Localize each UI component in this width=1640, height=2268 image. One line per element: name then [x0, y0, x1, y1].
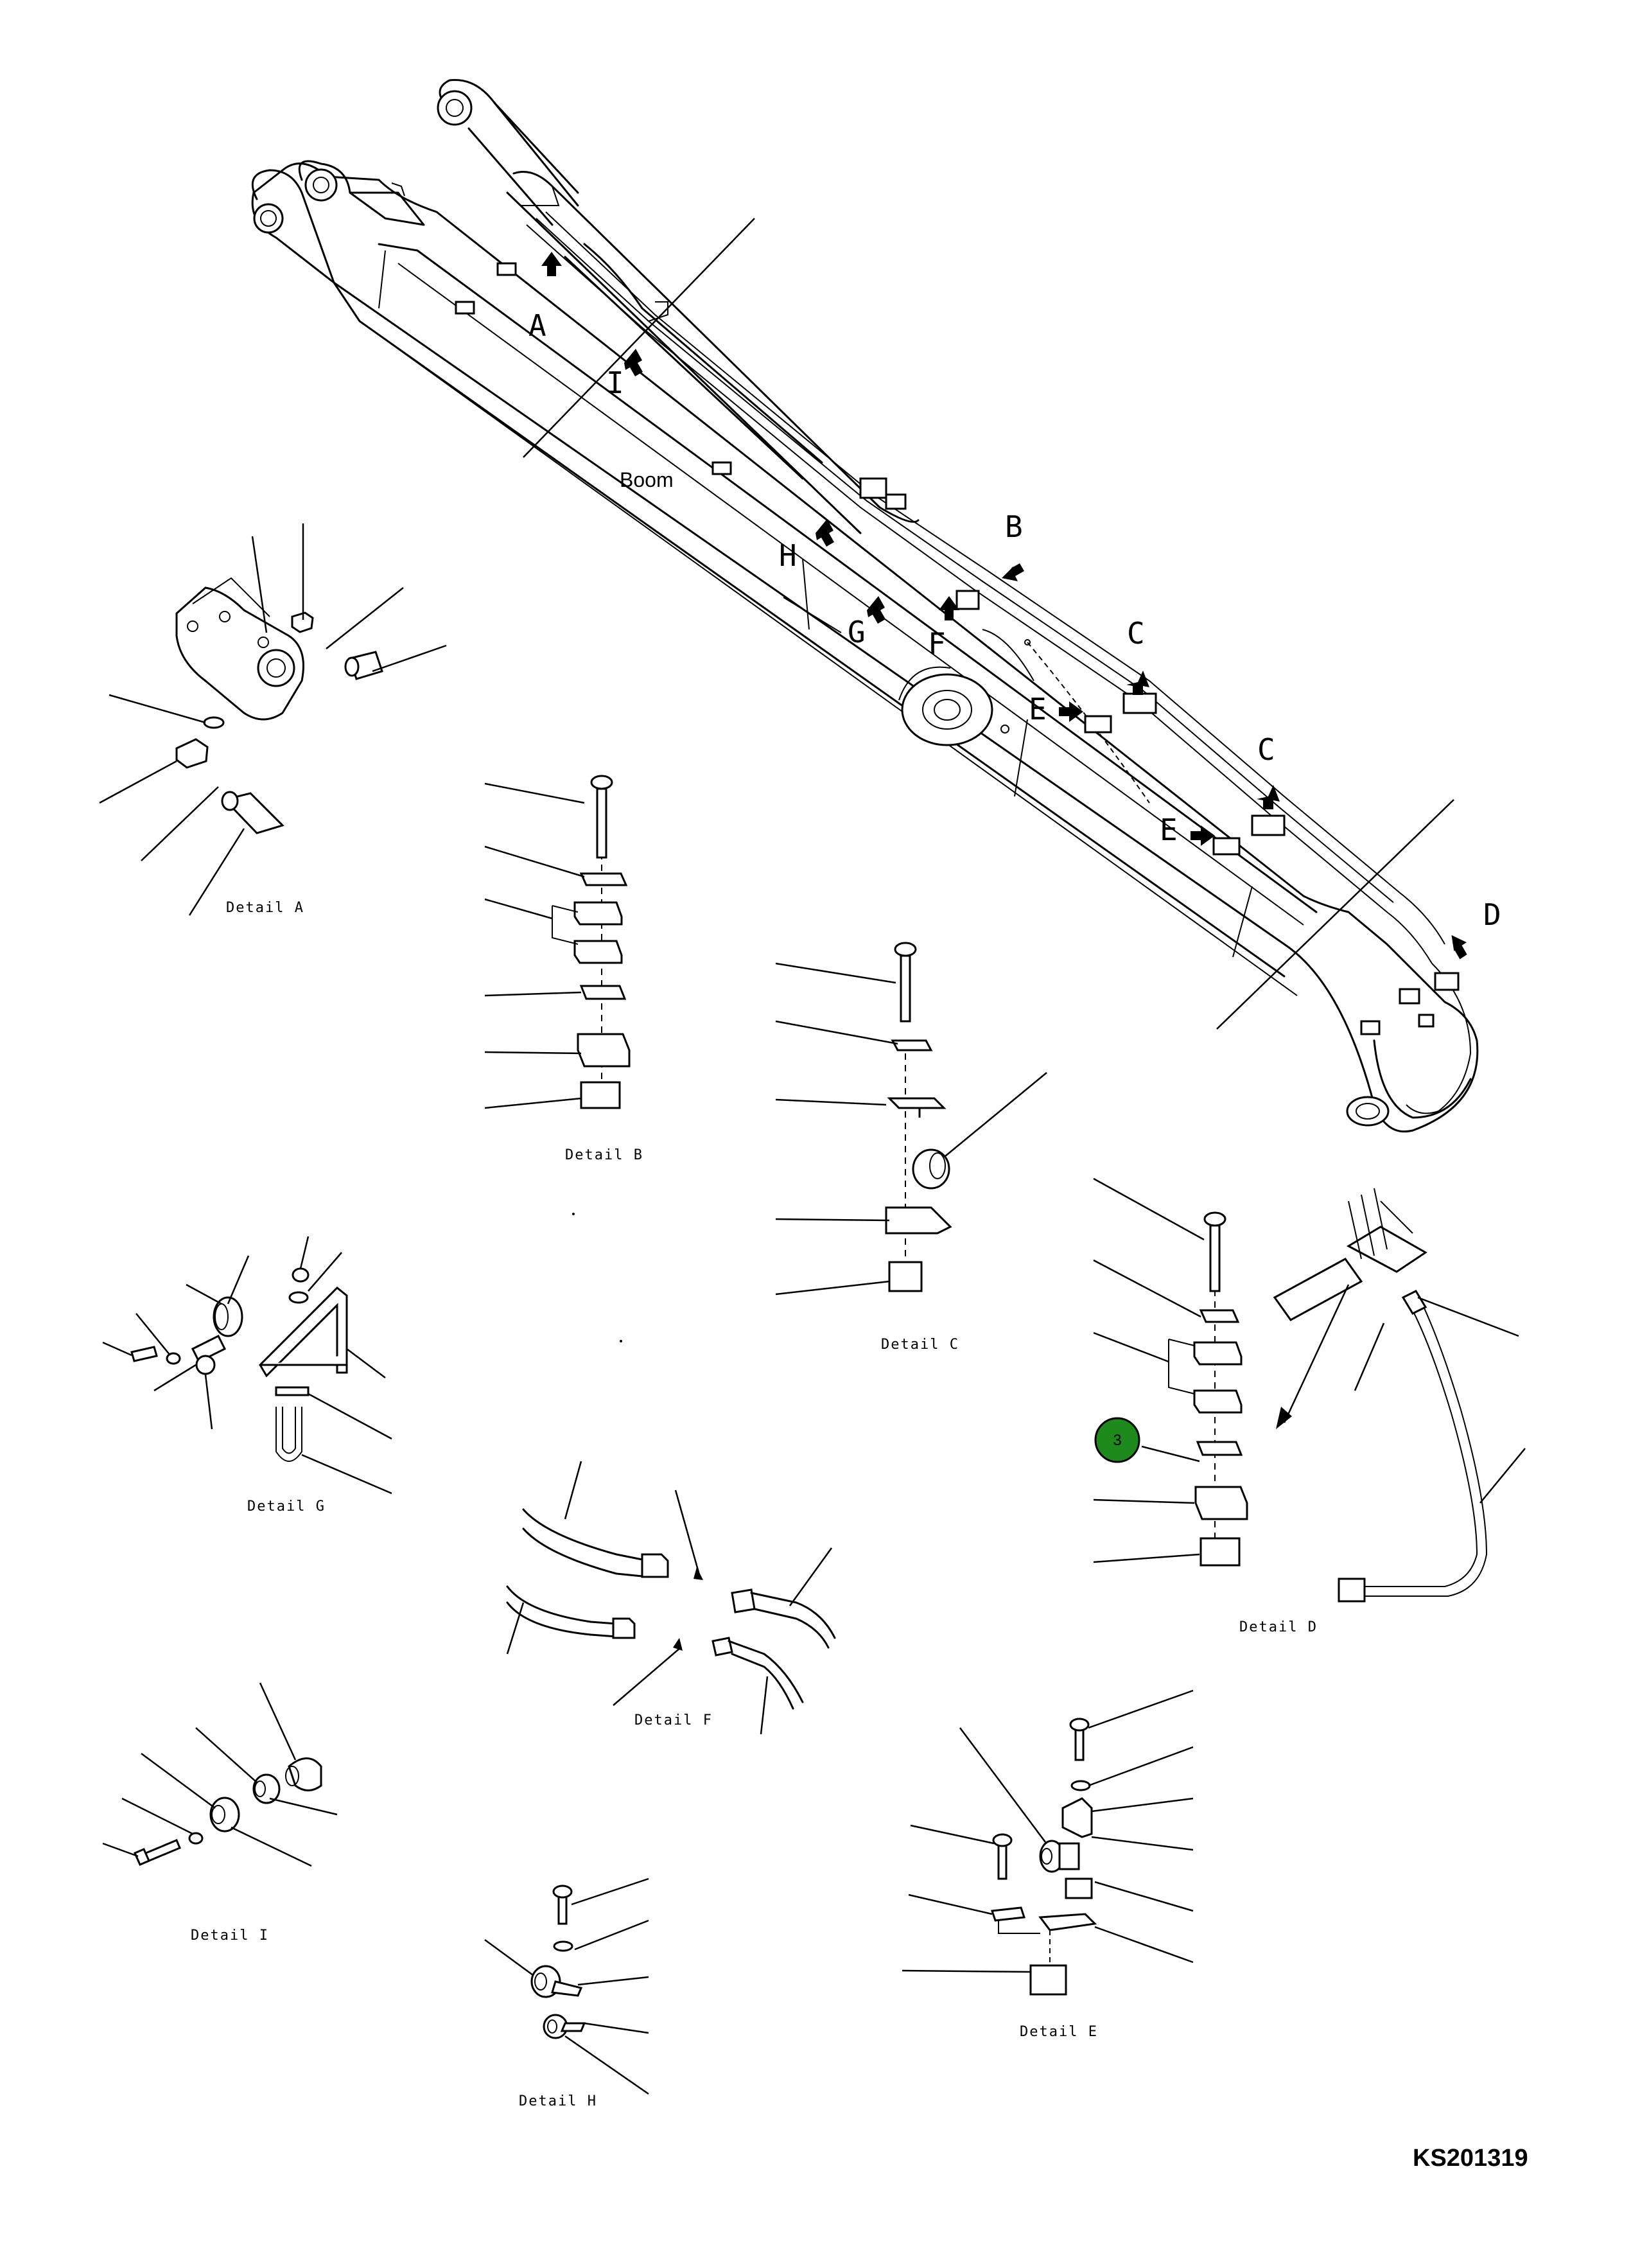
arrow-icon [624, 349, 643, 376]
detail-f: Detail F [506, 1461, 836, 1735]
dot-mark [572, 1213, 575, 1215]
callout-labels: A I H B G F C E C E D Boom [528, 308, 1501, 932]
detail-label: Detail F [634, 1712, 713, 1728]
arrow-icon [1002, 563, 1024, 581]
item-number-badge[interactable]: 3 [1094, 1417, 1140, 1463]
detail-label: Detail B [565, 1147, 643, 1163]
leader-line [1283, 1284, 1350, 1423]
detail-a: Detail A [99, 523, 447, 916]
arrow-icon [673, 1638, 683, 1651]
arrow-icon [541, 252, 562, 276]
arrow-icon [867, 596, 885, 624]
badge-number: 3 [1113, 1432, 1121, 1449]
callout-label: E [1160, 813, 1178, 847]
callout-label: G [848, 615, 866, 649]
arrow-icon [1191, 825, 1215, 846]
detail-label: Detail E [1020, 2024, 1098, 2040]
arrow-icon [1126, 671, 1149, 695]
detail-label: Detail D [1239, 1619, 1318, 1635]
drawing-code: KS201319 [1413, 2145, 1528, 2172]
arrow-icon [694, 1567, 703, 1580]
callout-label: F [928, 626, 946, 661]
detail-d: 3 Detail D [1093, 1177, 1526, 1635]
callout-label: B [1005, 509, 1023, 544]
dot-mark [620, 1340, 622, 1342]
callout-label: I [606, 365, 624, 400]
callout-label: D [1483, 897, 1501, 932]
callout-arrows [541, 252, 1467, 960]
callout-label: A [528, 308, 546, 343]
detail-label: Detail C [881, 1337, 959, 1353]
callout-label: H [779, 538, 797, 573]
leader-line [523, 218, 755, 458]
leader-line [1216, 799, 1454, 1030]
arrow-icon [1451, 935, 1467, 960]
detail-label: Detail G [247, 1499, 326, 1515]
callout-label: C [1257, 732, 1275, 767]
callout-label: E [1029, 692, 1047, 726]
detail-c: Detail C [775, 942, 1047, 1353]
detail-label: Detail H [519, 2093, 597, 2109]
detail-b: Detail B [484, 775, 643, 1163]
boom-assembly [251, 78, 1479, 1133]
boom-label: Boom [620, 468, 674, 491]
detail-g: Detail G [102, 1236, 392, 1515]
callout-label: C [1127, 616, 1145, 651]
detail-h: Detail H [484, 1877, 649, 2109]
arrow-icon [939, 596, 959, 620]
detail-e: Detail E [902, 1689, 1194, 2040]
arrow-icon [1276, 1407, 1292, 1429]
detail-label: Detail A [226, 900, 304, 916]
arrow-icon [1059, 701, 1083, 722]
arrow-icon [816, 519, 834, 547]
arrow-icon [1257, 785, 1280, 809]
detail-i: Detail I [102, 1682, 338, 1944]
detail-label: Detail I [191, 1928, 269, 1944]
